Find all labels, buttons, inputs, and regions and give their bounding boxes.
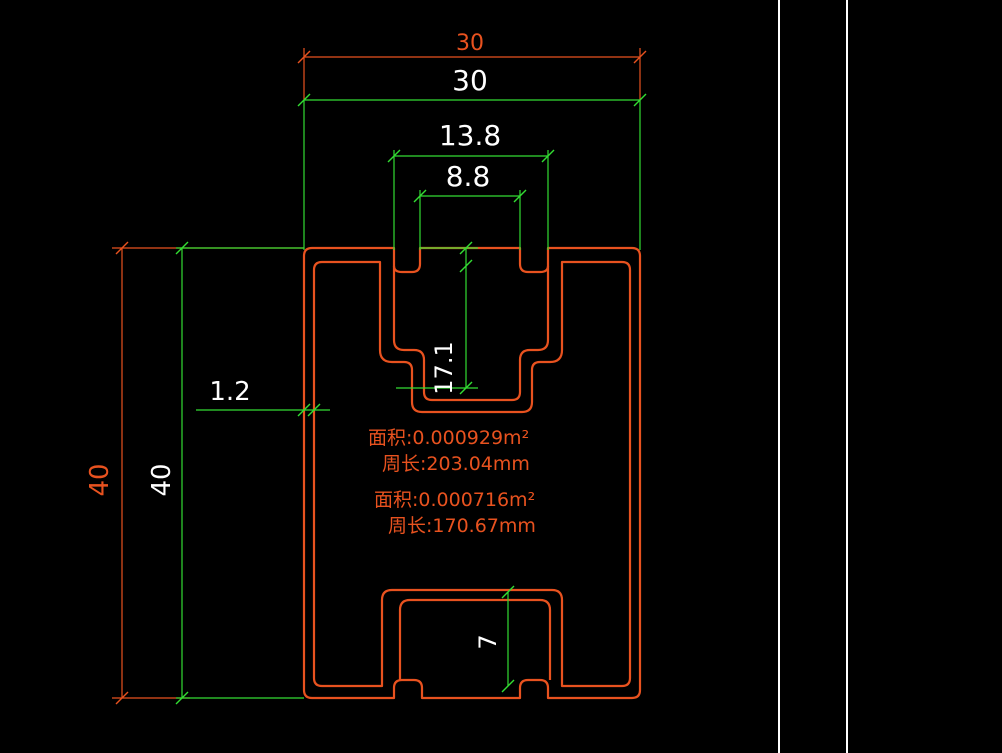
dim-label-height-orange: 40 [85,463,115,496]
profile-inner-outline [312,260,632,688]
dim-tick-wall-left [297,403,311,417]
dim-label-top-white: 30 [452,64,488,97]
dim-tick-top-green-right [633,93,647,107]
dim-tick-height-green-bottom [175,691,189,705]
lower-slot-wall [398,598,552,680]
dim-label-slot-depth: 17.1 [430,341,458,394]
dim-tick-bottom-slot-top [501,585,515,599]
dim-tick-bottom-slot-bottom [501,679,515,693]
dim-label-height-white: 40 [147,463,177,496]
dim-tick-slot-depth-mid [459,259,473,273]
dim-tick-slot-inner-right [513,189,527,203]
dim-tick-slot-inner-left [413,189,427,203]
dim-label-top-orange: 30 [456,31,484,56]
annotation-inner-area: 面积:0.000716m² [374,489,535,511]
dim-tick-height-green-top [175,241,189,255]
dim-tick-top-green-left [297,93,311,107]
dim-label-wall-thickness: 1.2 [209,377,250,407]
dim-tick-height-orange-top [115,241,129,255]
dim-tick-slot-depth-top [459,241,473,255]
dim-tick-slot-depth-bottom [459,381,473,395]
dim-tick-top-orange-left [297,50,311,64]
annotation-outer-area: 面积:0.000929m² [368,427,529,449]
annotation-outer-perimeter: 周长:203.04mm [382,453,530,475]
annotation-inner-perimeter: 周长:170.67mm [388,515,536,537]
profile-outer-outline [302,246,642,700]
dim-tick-top-orange-right [633,50,647,64]
dim-tick-slot-outer-right [541,149,555,163]
dim-label-slot-inner: 8.8 [446,160,491,193]
dim-label-slot-outer: 13.8 [439,119,501,152]
dim-tick-height-orange-bottom [115,691,129,705]
dim-label-bottom-slot: 7 [474,634,502,649]
upper-slot-wall [392,266,550,402]
dim-tick-slot-outer-left [387,149,401,163]
dim-tick-wall-right [307,403,321,417]
